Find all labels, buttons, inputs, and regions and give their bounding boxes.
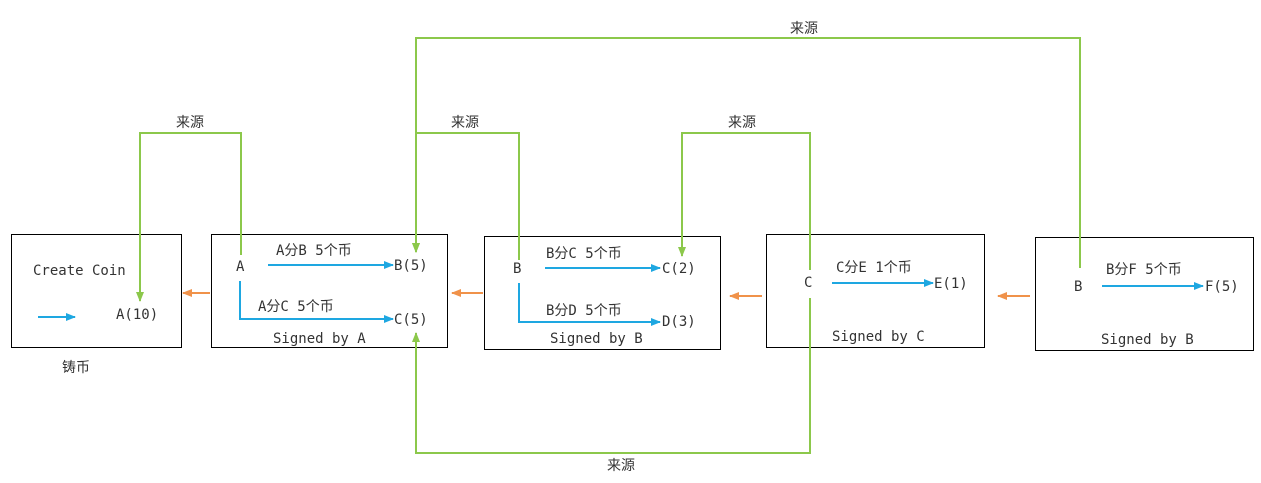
source-line-c-tx3 xyxy=(678,132,811,270)
tx1-transfer-1-label: A分B 5个币 xyxy=(276,243,352,259)
mint-box xyxy=(11,234,182,348)
tx1-transfer-2-arrow xyxy=(239,281,394,323)
tx2-signature: Signed by B xyxy=(550,331,643,347)
source-label-3: 来源 xyxy=(728,115,756,131)
source-label-bottom: 来源 xyxy=(607,458,635,474)
tx4-signature: Signed by B xyxy=(1101,332,1194,348)
tx4-transfer-1-to: F(5) xyxy=(1205,279,1239,295)
tx1-transfer-1-to: B(5) xyxy=(394,258,428,274)
tx4-transfer-1-label: B分F 5个币 xyxy=(1106,262,1182,278)
tx2-transfer-1-to: C(2) xyxy=(662,261,696,277)
tx1-signature: Signed by A xyxy=(273,331,366,347)
tx1-from: A xyxy=(236,259,245,275)
tx4-box xyxy=(1035,237,1254,351)
tx1-transfer-2-to: C(5) xyxy=(394,312,428,328)
source-line-b-tx4 xyxy=(412,37,1081,268)
mint-output: A(10) xyxy=(116,307,158,323)
source-line-c-bottom xyxy=(412,298,811,454)
tx1-box xyxy=(211,234,448,348)
tx1-transfer-2-label: A分C 5个币 xyxy=(258,299,334,315)
tx3-from: C xyxy=(804,275,812,291)
source-line-a xyxy=(136,132,242,302)
mint-title: Create Coin xyxy=(33,263,126,279)
mint-caption: 铸币 xyxy=(62,360,90,376)
tx4-from: B xyxy=(1074,279,1082,295)
tx2-transfer-2-label: B分D 5个币 xyxy=(546,303,622,319)
source-label-top: 来源 xyxy=(790,21,818,37)
tx3-signature: Signed by C xyxy=(832,329,925,345)
source-label-1: 来源 xyxy=(176,115,204,131)
tx3-transfer-1-label: C分E 1个币 xyxy=(836,260,912,276)
tx2-from: B xyxy=(513,261,521,277)
tx2-transfer-2-to: D(3) xyxy=(662,314,696,330)
tx3-box xyxy=(766,234,985,348)
tx2-transfer-1-label: B分C 5个币 xyxy=(546,246,622,262)
tx2-transfer-2-arrow xyxy=(518,283,661,326)
source-label-2: 来源 xyxy=(451,115,479,131)
tx3-transfer-1-to: E(1) xyxy=(934,276,968,292)
